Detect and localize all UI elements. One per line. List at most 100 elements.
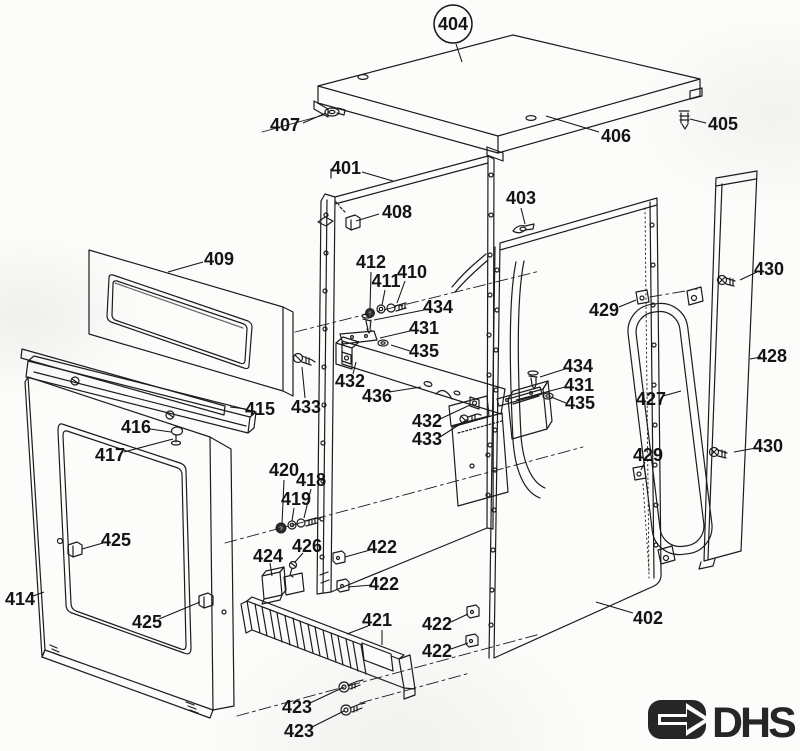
part-callout-426: 426	[292, 536, 322, 556]
part-callout-433: 433	[412, 429, 442, 449]
bolt-418	[296, 517, 320, 528]
leader-line-432	[352, 361, 357, 375]
leader-line-403	[520, 207, 526, 225]
part-callout-430: 430	[754, 259, 784, 279]
screw-426	[288, 560, 298, 578]
leader-line-434	[373, 309, 425, 321]
part-callout-419: 419	[281, 489, 311, 509]
part-callout-412: 412	[356, 252, 386, 272]
screw-423-a	[338, 679, 364, 693]
clip-429-top	[635, 289, 650, 305]
top-panel	[313, 34, 703, 162]
screw-423-b	[340, 702, 366, 716]
part-callout-425: 425	[101, 530, 131, 550]
leader-line-433	[301, 366, 306, 399]
part-callout-414: 414	[5, 589, 35, 609]
leader-line-431	[379, 330, 411, 339]
leader-line-417	[123, 438, 174, 453]
leader-line-404	[455, 43, 463, 63]
part-callout-425: 425	[132, 612, 162, 632]
grommet-screw-416-417	[170, 426, 184, 446]
leader-line-412	[369, 271, 372, 309]
phantom-center-lines	[224, 270, 698, 717]
part-callout-422: 422	[422, 614, 452, 634]
control-fascia	[88, 249, 294, 397]
leader-line-419	[291, 507, 295, 522]
leader-line-422	[450, 642, 469, 650]
part-callout-434: 434	[563, 356, 593, 376]
part-callout-424: 424	[253, 546, 283, 566]
part-callout-408: 408	[382, 202, 412, 222]
leader-line-420	[281, 479, 285, 525]
leader-line-428	[749, 356, 762, 360]
part-callout-403: 403	[506, 188, 536, 208]
part-callout-418: 418	[296, 470, 326, 490]
leader-line-405	[689, 118, 707, 124]
part-callout-404: 404	[438, 14, 468, 34]
part-callout-421: 421	[362, 610, 392, 630]
side-panel	[488, 197, 662, 659]
screw-430-top	[716, 274, 736, 287]
part-callout-401: 401	[331, 158, 361, 178]
screw-433-left	[292, 352, 316, 366]
part-callout-431: 431	[409, 318, 439, 338]
part-callout-409: 409	[204, 249, 234, 269]
leader-line-401	[361, 171, 394, 182]
part-callout-423: 423	[284, 721, 314, 741]
leader-line-435	[390, 344, 411, 352]
clip-435-left	[377, 339, 389, 347]
part-callout-429: 429	[633, 445, 663, 465]
part-callout-434: 434	[423, 297, 453, 317]
clip-422-b	[336, 578, 350, 593]
part-callout-435: 435	[565, 393, 595, 413]
catch-plate-431-left	[339, 330, 378, 345]
washer-411	[376, 304, 386, 314]
leader-line-430	[739, 271, 758, 281]
clip-fastener	[324, 107, 346, 117]
leader-line-422	[450, 613, 469, 623]
part-callout-428: 428	[757, 346, 787, 366]
clip-425-lower	[198, 592, 214, 609]
part-callout-407: 407	[270, 115, 300, 135]
screw-430-bottom	[708, 446, 728, 459]
part-callout-411: 411	[371, 271, 400, 291]
leader-line-408	[355, 213, 380, 222]
clip-403	[512, 223, 535, 234]
part-callout-433: 433	[291, 397, 321, 417]
leader-line-425	[158, 601, 201, 620]
leader-line-423	[309, 687, 343, 704]
part-callout-435: 435	[409, 341, 439, 361]
leader-line-409	[167, 261, 204, 273]
leader-line-426	[294, 552, 304, 563]
part-callout-420: 420	[269, 460, 299, 480]
leader-line-418	[303, 488, 312, 519]
mounting-strip	[698, 170, 758, 570]
latch-plate	[448, 395, 509, 507]
dhs-logo: DHS	[648, 699, 798, 747]
side-panel-fold-line	[644, 207, 650, 579]
clip-425-upper	[67, 541, 83, 558]
part-callout-423: 423	[282, 697, 312, 717]
part-callout-402: 402	[633, 608, 663, 628]
hinge-bracket-424	[261, 566, 305, 605]
door-panel	[24, 376, 235, 719]
callout-balloon-404	[433, 4, 473, 44]
part-callout-429: 429	[589, 300, 619, 320]
clip-422-a	[332, 550, 346, 565]
leader-line-406	[545, 115, 600, 133]
leader-line-427	[662, 390, 682, 397]
leader-line-415	[229, 406, 247, 410]
leader-line-433	[439, 418, 469, 438]
leader-line-429	[640, 461, 646, 471]
part-callout-430: 430	[753, 436, 783, 456]
leader-line-432	[439, 404, 471, 420]
bolt-410	[386, 302, 407, 313]
nut-432-right	[469, 396, 480, 410]
part-callout-406: 406	[601, 126, 631, 146]
part-callout-405: 405	[708, 114, 738, 134]
part-callout-427: 427	[636, 389, 666, 409]
trim-screw-left	[70, 376, 80, 386]
